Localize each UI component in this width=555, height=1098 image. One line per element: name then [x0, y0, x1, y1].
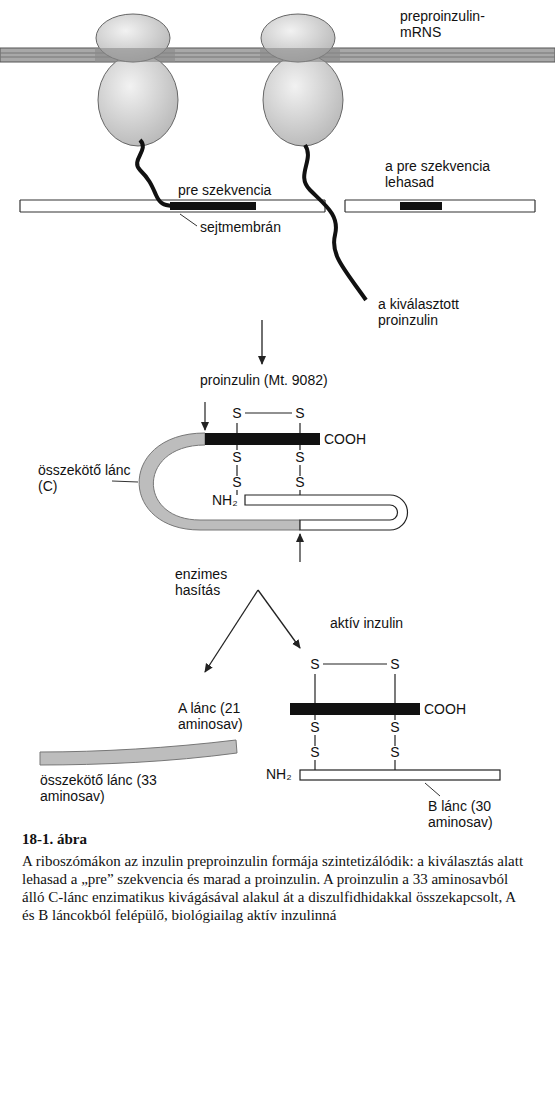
disulfide-bond: [237, 413, 300, 495]
terminus-label: COOH: [324, 431, 366, 447]
sulfur-atom: S: [308, 719, 322, 735]
part-label: proinzulin (Mt. 9082): [200, 372, 328, 388]
cleaved-pre-sequence: [400, 202, 442, 210]
figure-number: 18-1. ábra: [22, 830, 87, 848]
terminus-label: NH₂: [266, 766, 292, 782]
part-label: B lánc (30 aminosav): [428, 798, 528, 830]
process-label: enzimes hasítás: [175, 566, 255, 598]
disulfide-bond: [315, 664, 395, 770]
a-chain: [205, 433, 320, 445]
sulfur-atom: S: [388, 719, 402, 735]
process-arrow: [205, 590, 258, 672]
sulfur-atom: S: [230, 449, 244, 465]
sulfur-atom: S: [230, 405, 244, 421]
callout-label: a pre szekvencia lehasad: [385, 158, 515, 190]
part-label: összekötő lánc (33 aminosav): [40, 772, 190, 804]
sulfur-atom: S: [230, 474, 244, 490]
part-label: A lánc (21 aminosav): [178, 700, 283, 732]
peptide-chain: [137, 140, 172, 206]
callout-label: sejtmembrán: [200, 219, 281, 235]
process-arrow: [261, 320, 262, 364]
sulfur-atom: S: [388, 656, 402, 672]
part-label: összekötő lánc (C): [38, 462, 138, 494]
leader-line: [112, 481, 138, 482]
sulfur-atom: S: [308, 656, 322, 672]
sulfur-atom: S: [388, 744, 402, 760]
leader-line: [180, 214, 197, 226]
sulfur-atom: S: [293, 474, 307, 490]
pre-sequence: [170, 202, 256, 210]
free-c-chain: [40, 740, 237, 765]
terminus-label: COOH: [424, 701, 466, 717]
callout-label: a kiválasztott proinzulin: [378, 296, 493, 328]
leader-line: [425, 783, 440, 796]
insulin-a-chain: [290, 703, 420, 715]
c-chain: [139, 433, 300, 530]
mrna-strand: [0, 48, 555, 62]
cleavage-arrow: [204, 402, 205, 430]
sulfur-atom: S: [293, 405, 307, 421]
cleavage-arrow: [299, 534, 300, 562]
process-arrow: [258, 590, 300, 648]
terminus-label: NH₂: [212, 492, 238, 508]
label: preproinzulin-mRNS: [400, 8, 515, 40]
cell-membrane: [20, 200, 535, 212]
insulin-b-chain: [300, 770, 500, 780]
figure-caption: A riboszómákon az inzulin preproinzulin …: [22, 852, 527, 924]
callout-label: pre szekvencia: [178, 182, 271, 198]
b-chain: [245, 495, 408, 530]
secreted-proinsulin: [304, 145, 366, 300]
sulfur-atom: S: [293, 449, 307, 465]
part-label: aktív inzulin: [330, 615, 403, 631]
ribosome: [96, 14, 343, 146]
sulfur-atom: S: [308, 744, 322, 760]
